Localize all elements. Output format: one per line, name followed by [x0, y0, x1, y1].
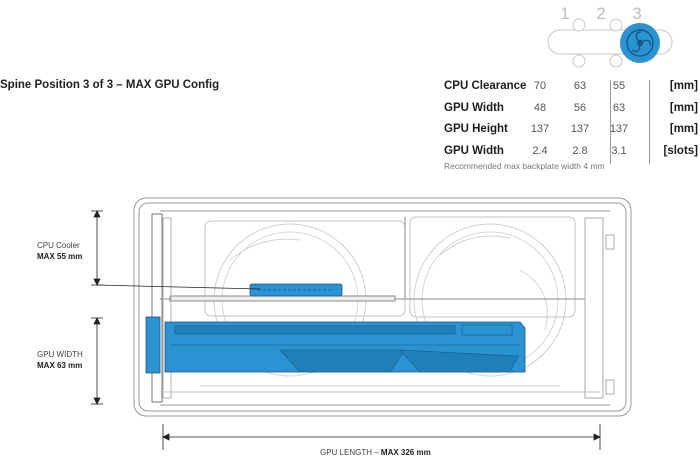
backplate-note: Recommended max backplate width 4 mm — [444, 161, 605, 171]
spec-row-gpu-height: GPU Height 137 137 137 [mm] — [444, 123, 700, 145]
column-divider — [649, 80, 650, 164]
spec-value-pos1: 137 — [530, 123, 550, 135]
case-outline — [133, 197, 632, 417]
spec-label: GPU Height — [444, 123, 508, 135]
case-inner-outline — [138, 202, 627, 412]
spec-value-pos3: 63 — [612, 101, 626, 114]
spine-position-indicator: 1 2 3 — [547, 4, 673, 68]
gpu-width-annotation: GPU WIDTH MAX 63 mm — [37, 349, 83, 371]
spec-value-pos2: 137 — [570, 123, 590, 135]
gpu-card — [145, 316, 526, 374]
cpu-cooler-max: MAX 55 mm — [37, 252, 83, 261]
gpu-length-label: GPU LENGTH – — [320, 448, 381, 457]
gpu-length-max: MAX 326 mm — [380, 448, 431, 457]
spec-row-gpu-width: GPU Width 48 56 63 [mm] — [444, 102, 700, 124]
spec-value-pos3: 137 — [609, 123, 629, 135]
slider-knob-2[interactable] — [609, 18, 623, 32]
gpu-width-label: GPU WIDTH — [37, 350, 83, 359]
spec-row-cpu-clearance: CPU Clearance 70 63 55 [mm] — [444, 80, 700, 102]
spec-label: CPU Clearance — [444, 80, 527, 92]
gpu-length-annotation: GPU LENGTH – MAX 326 mm — [320, 448, 431, 457]
slider-track — [547, 29, 673, 55]
case-diagram — [133, 197, 632, 417]
position-label-1: 1 — [560, 4, 569, 23]
slider-knob-5[interactable] — [609, 54, 623, 68]
position-label-2: 2 — [596, 4, 605, 23]
spec-unit: [slots] — [663, 144, 699, 157]
spec-row-gpu-slots: GPU Width 2.4 2.8 3.1 [slots] — [444, 145, 700, 167]
spec-value-pos2: 56 — [573, 101, 587, 114]
position-label-3: 3 — [632, 4, 641, 23]
gpu-width-max: MAX 63 mm — [37, 361, 83, 370]
column-divider — [610, 80, 611, 164]
spec-label: GPU Width — [444, 101, 504, 114]
cpu-cooler-label: CPU Cooler — [37, 241, 80, 250]
page-title: Spine Position 3 of 3 – MAX GPU Config — [0, 79, 220, 91]
spec-unit: [mm] — [669, 80, 698, 92]
spec-label: GPU Width — [444, 144, 504, 157]
cpu-cooler-annotation: CPU Cooler MAX 55 mm — [37, 240, 82, 262]
slider-knob-4[interactable] — [572, 54, 586, 68]
spec-value-pos3: 3.1 — [611, 144, 627, 157]
fan-icon — [626, 29, 654, 57]
spec-unit: [mm] — [669, 101, 698, 114]
cpu-cooler — [249, 283, 343, 297]
spec-value-pos3: 55 — [612, 80, 626, 92]
spec-value-pos2: 63 — [573, 80, 587, 92]
spec-table: CPU Clearance 70 63 55 [mm] GPU Width 48… — [444, 80, 700, 166]
dimension-lines — [91, 210, 601, 450]
spec-value-pos1: 70 — [533, 80, 547, 92]
spec-value-pos1: 2.4 — [532, 144, 548, 157]
spec-unit: [mm] — [669, 123, 698, 135]
slider-knob-1[interactable] — [572, 18, 586, 32]
spec-value-pos2: 2.8 — [572, 144, 588, 157]
spec-value-pos1: 48 — [533, 101, 547, 114]
